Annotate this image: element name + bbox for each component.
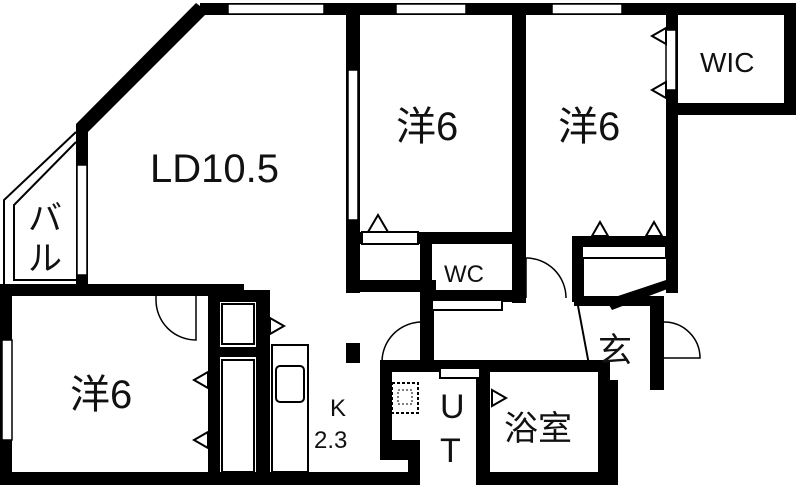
closet-markers bbox=[191, 26, 667, 473]
room-western-right-label: 洋6 bbox=[558, 105, 620, 149]
windows bbox=[1, 3, 677, 441]
room-western-left-label: 洋6 bbox=[70, 373, 132, 417]
room-balcony-label: バ ル bbox=[28, 200, 71, 278]
room-kitchen-size-label: 2.3 bbox=[314, 427, 347, 454]
doors bbox=[155, 245, 701, 379]
room-bathroom-label: 浴室 bbox=[504, 410, 572, 448]
fixtures bbox=[271, 305, 591, 473]
room-kitchen-label: K bbox=[330, 395, 346, 422]
room-western-center-label: 洋6 bbox=[396, 105, 458, 149]
room-entrance-label: 玄 bbox=[598, 332, 632, 370]
room-utility-label: U T bbox=[440, 388, 474, 470]
room-ld-label: LD10.5 bbox=[150, 147, 279, 191]
room-wic-label: WIC bbox=[700, 47, 754, 78]
room-wc-label: WC bbox=[444, 261, 484, 288]
